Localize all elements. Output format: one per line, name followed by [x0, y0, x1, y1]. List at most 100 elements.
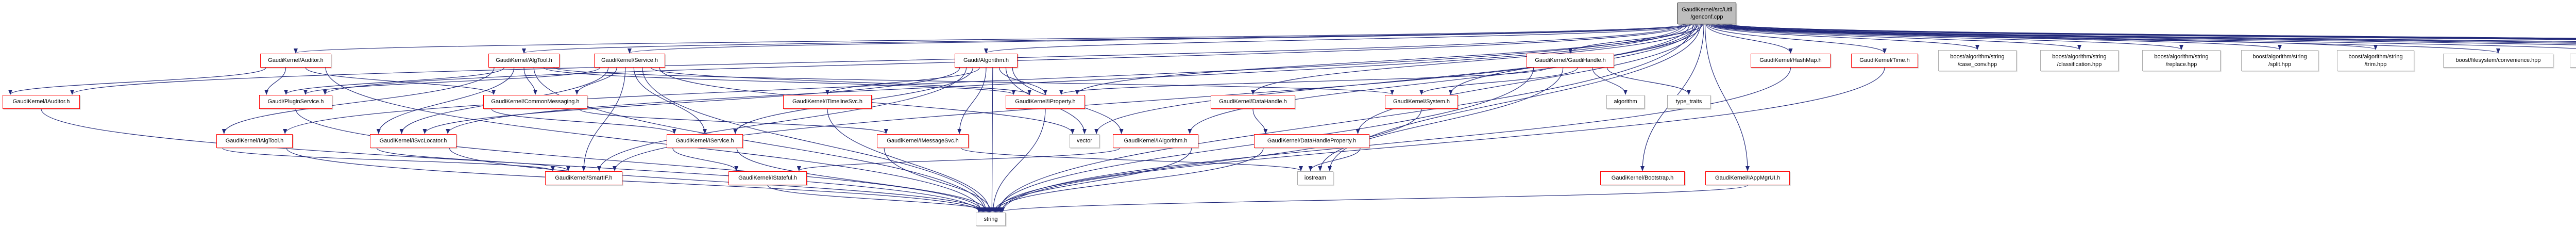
node-std_algorithm: algorithm	[1606, 95, 1645, 109]
edge-root-b_po	[1724, 24, 2576, 40]
edge-ialgtool-smartif	[222, 148, 555, 171]
edge-root-b_conv	[1714, 24, 2500, 54]
edge-root-b_replace	[1710, 24, 2183, 50]
edge-iservice-istateful	[672, 148, 739, 171]
edge-root-ialgorithm	[1188, 24, 1697, 134]
edge-imessagesvc-std_iostream	[961, 148, 1303, 171]
edge-root-smartif	[613, 24, 1690, 171]
node-b_class: boost/algorithm/string /classification.h…	[2040, 50, 2119, 71]
node-iappmgrui[interactable]: GaudiKernel/IAppMgrUI.h	[1705, 171, 1790, 185]
edge-root-b_ops	[1717, 24, 2576, 45]
edge-root-b_common	[1721, 24, 2576, 39]
edge-isvclocator-smartif	[376, 148, 570, 171]
edge-auditor-commonmessaging	[305, 67, 496, 95]
edge-datahandle-dhproperty	[1252, 108, 1268, 134]
edge-root-b_exc	[1715, 24, 2576, 49]
edge-commonmessaging-iservice	[491, 108, 676, 134]
node-time[interactable]: GaudiKernel/Time.h	[1851, 54, 1918, 68]
edge-root-b_expr	[1719, 24, 2576, 43]
node-gaudihandle[interactable]: GaudiKernel/GaudiHandle.h	[1527, 54, 1614, 68]
edge-isvclocator-std_string	[449, 148, 986, 213]
node-b_trim: boost/algorithm/string /trim.hpp	[2337, 50, 2414, 71]
node-root: GaudiKernel/src/Util /genconf.cpp	[1677, 3, 1736, 24]
edge-service-smartif	[582, 67, 626, 171]
node-pluginservice[interactable]: Gaudi/PluginService.h	[259, 95, 332, 109]
edge-root-b_regex	[1725, 24, 2576, 40]
node-iservice[interactable]: GaudiKernel/IService.h	[667, 134, 743, 148]
edge-root-std_set	[1730, 24, 2576, 39]
edge-root-time	[1707, 24, 1887, 54]
node-b_split: boost/algorithm/string /split.hpp	[2241, 50, 2318, 71]
node-datahandle[interactable]: GaudiKernel/DataHandle.h	[1211, 95, 1295, 109]
edge-galgorithm-smartif	[597, 67, 967, 171]
edge-root-std_fstream	[1728, 24, 2576, 39]
edge-gaudihandle-system	[1419, 67, 1578, 95]
node-smartif[interactable]: GaudiKernel/SmartIF.h	[545, 171, 622, 185]
node-iauditor[interactable]: GaudiKernel/IAuditor.h	[3, 95, 80, 109]
node-commonmessaging[interactable]: GaudiKernel/CommonMessaging.h	[483, 95, 587, 109]
edge-system-std_string	[994, 108, 1422, 213]
node-std_string: string	[976, 213, 1006, 226]
edge-ialgtool-std_string	[286, 148, 982, 213]
edge-auditor-pluginservice	[264, 67, 286, 95]
edge-root-isvclocator	[446, 24, 1688, 134]
edge-imessagesvc-std_string	[884, 148, 993, 213]
node-b_exc: boost/filesystem/exception.hpp	[2570, 54, 2576, 68]
node-b_conv: boost/filesystem/convenience.hpp	[2443, 54, 2553, 68]
edge-root-algtool	[522, 24, 1689, 54]
node-auditor[interactable]: GaudiKernel/Auditor.h	[260, 54, 331, 68]
edge-service-iservice	[633, 67, 707, 134]
node-istateful[interactable]: GaudiKernel/IStateful.h	[728, 171, 807, 185]
node-b_case: boost/algorithm/string /case_conv.hpp	[1938, 50, 2016, 71]
edge-root-dhproperty	[1355, 24, 1700, 134]
node-hashmap[interactable]: GaudiKernel/HashMap.h	[1751, 54, 1831, 68]
node-imessagesvc[interactable]: GaudiKernel/IMessageSvc.h	[877, 134, 969, 148]
edge-pluginservice-std_string	[295, 108, 985, 213]
edge-service-pluginservice	[303, 67, 600, 95]
edge-ialgorithm-std_string	[992, 148, 1192, 213]
edge-algtool-iproperty	[544, 67, 1016, 95]
edge-root-b_core	[1718, 24, 2576, 44]
edge-ialgorithm-istateful	[797, 148, 1120, 171]
node-std_type_traits: type_traits	[1667, 95, 1710, 109]
edge-algtool-pluginservice	[284, 67, 504, 95]
node-ialgtool[interactable]: GaudiKernel/IAlgTool.h	[216, 134, 293, 148]
edge-auditor-iauditor	[8, 67, 266, 95]
node-service[interactable]: GaudiKernel/Service.h	[594, 54, 665, 68]
edge-gaudihandle-std_algorithm	[1592, 67, 1628, 95]
edge-iproperty-std_string	[991, 108, 1046, 213]
node-ialgorithm[interactable]: GaudiKernel/IAlgorithm.h	[1113, 134, 1198, 148]
edge-root-b_case	[1708, 24, 1979, 50]
edge-root-std_string	[997, 24, 1693, 213]
node-dhproperty[interactable]: GaudiKernel/DataHandleProperty.h	[1254, 134, 1369, 148]
node-algtool[interactable]: GaudiKernel/AlgTool.h	[488, 54, 560, 68]
edge-root-b_split	[1711, 24, 2282, 50]
edge-root-galgorithm	[984, 24, 1692, 54]
edge-root-hashmap	[1706, 24, 1793, 54]
edge-istateful-std_string	[767, 185, 991, 213]
edge-root-b_class	[1709, 24, 2081, 50]
edge-root-ialgtool	[283, 24, 1684, 134]
edge-service-commonmessaging	[574, 67, 617, 95]
node-std_vector: vector	[1070, 134, 1099, 148]
node-isvclocator[interactable]: GaudiKernel/ISvcLocator.h	[370, 134, 456, 148]
edge-root-b_triv	[1720, 24, 2576, 42]
edge-galgorithm-itimelinesvc	[825, 67, 980, 95]
edge-dhproperty-std_string	[993, 148, 1264, 213]
node-b_replace: boost/algorithm/string /replace.hpp	[2142, 50, 2221, 71]
edge-galgorithm-imessagesvc	[957, 67, 987, 134]
node-galgorithm[interactable]: Gaudi/Algorithm.h	[955, 54, 1018, 68]
node-system[interactable]: GaudiKernel/System.h	[1385, 95, 1458, 109]
edge-root-gaudihandle	[1568, 24, 1703, 54]
edge-iauditor-std_string	[41, 108, 981, 213]
node-itimelinesvc[interactable]: GaudiKernel/ITimelineSvc.h	[783, 95, 872, 109]
node-iproperty[interactable]: GaudiKernel/IProperty.h	[1006, 95, 1085, 109]
edge-root-auditor	[294, 24, 1685, 54]
edge-algtool-commonmessaging	[523, 67, 537, 95]
edge-gaudihandle-iproperty	[1059, 67, 1549, 95]
edge-galgorithm-iproperty	[999, 67, 1047, 95]
edge-root-service	[628, 24, 1691, 54]
node-bootstrap[interactable]: GaudiKernel/Bootstrap.h	[1600, 171, 1685, 185]
